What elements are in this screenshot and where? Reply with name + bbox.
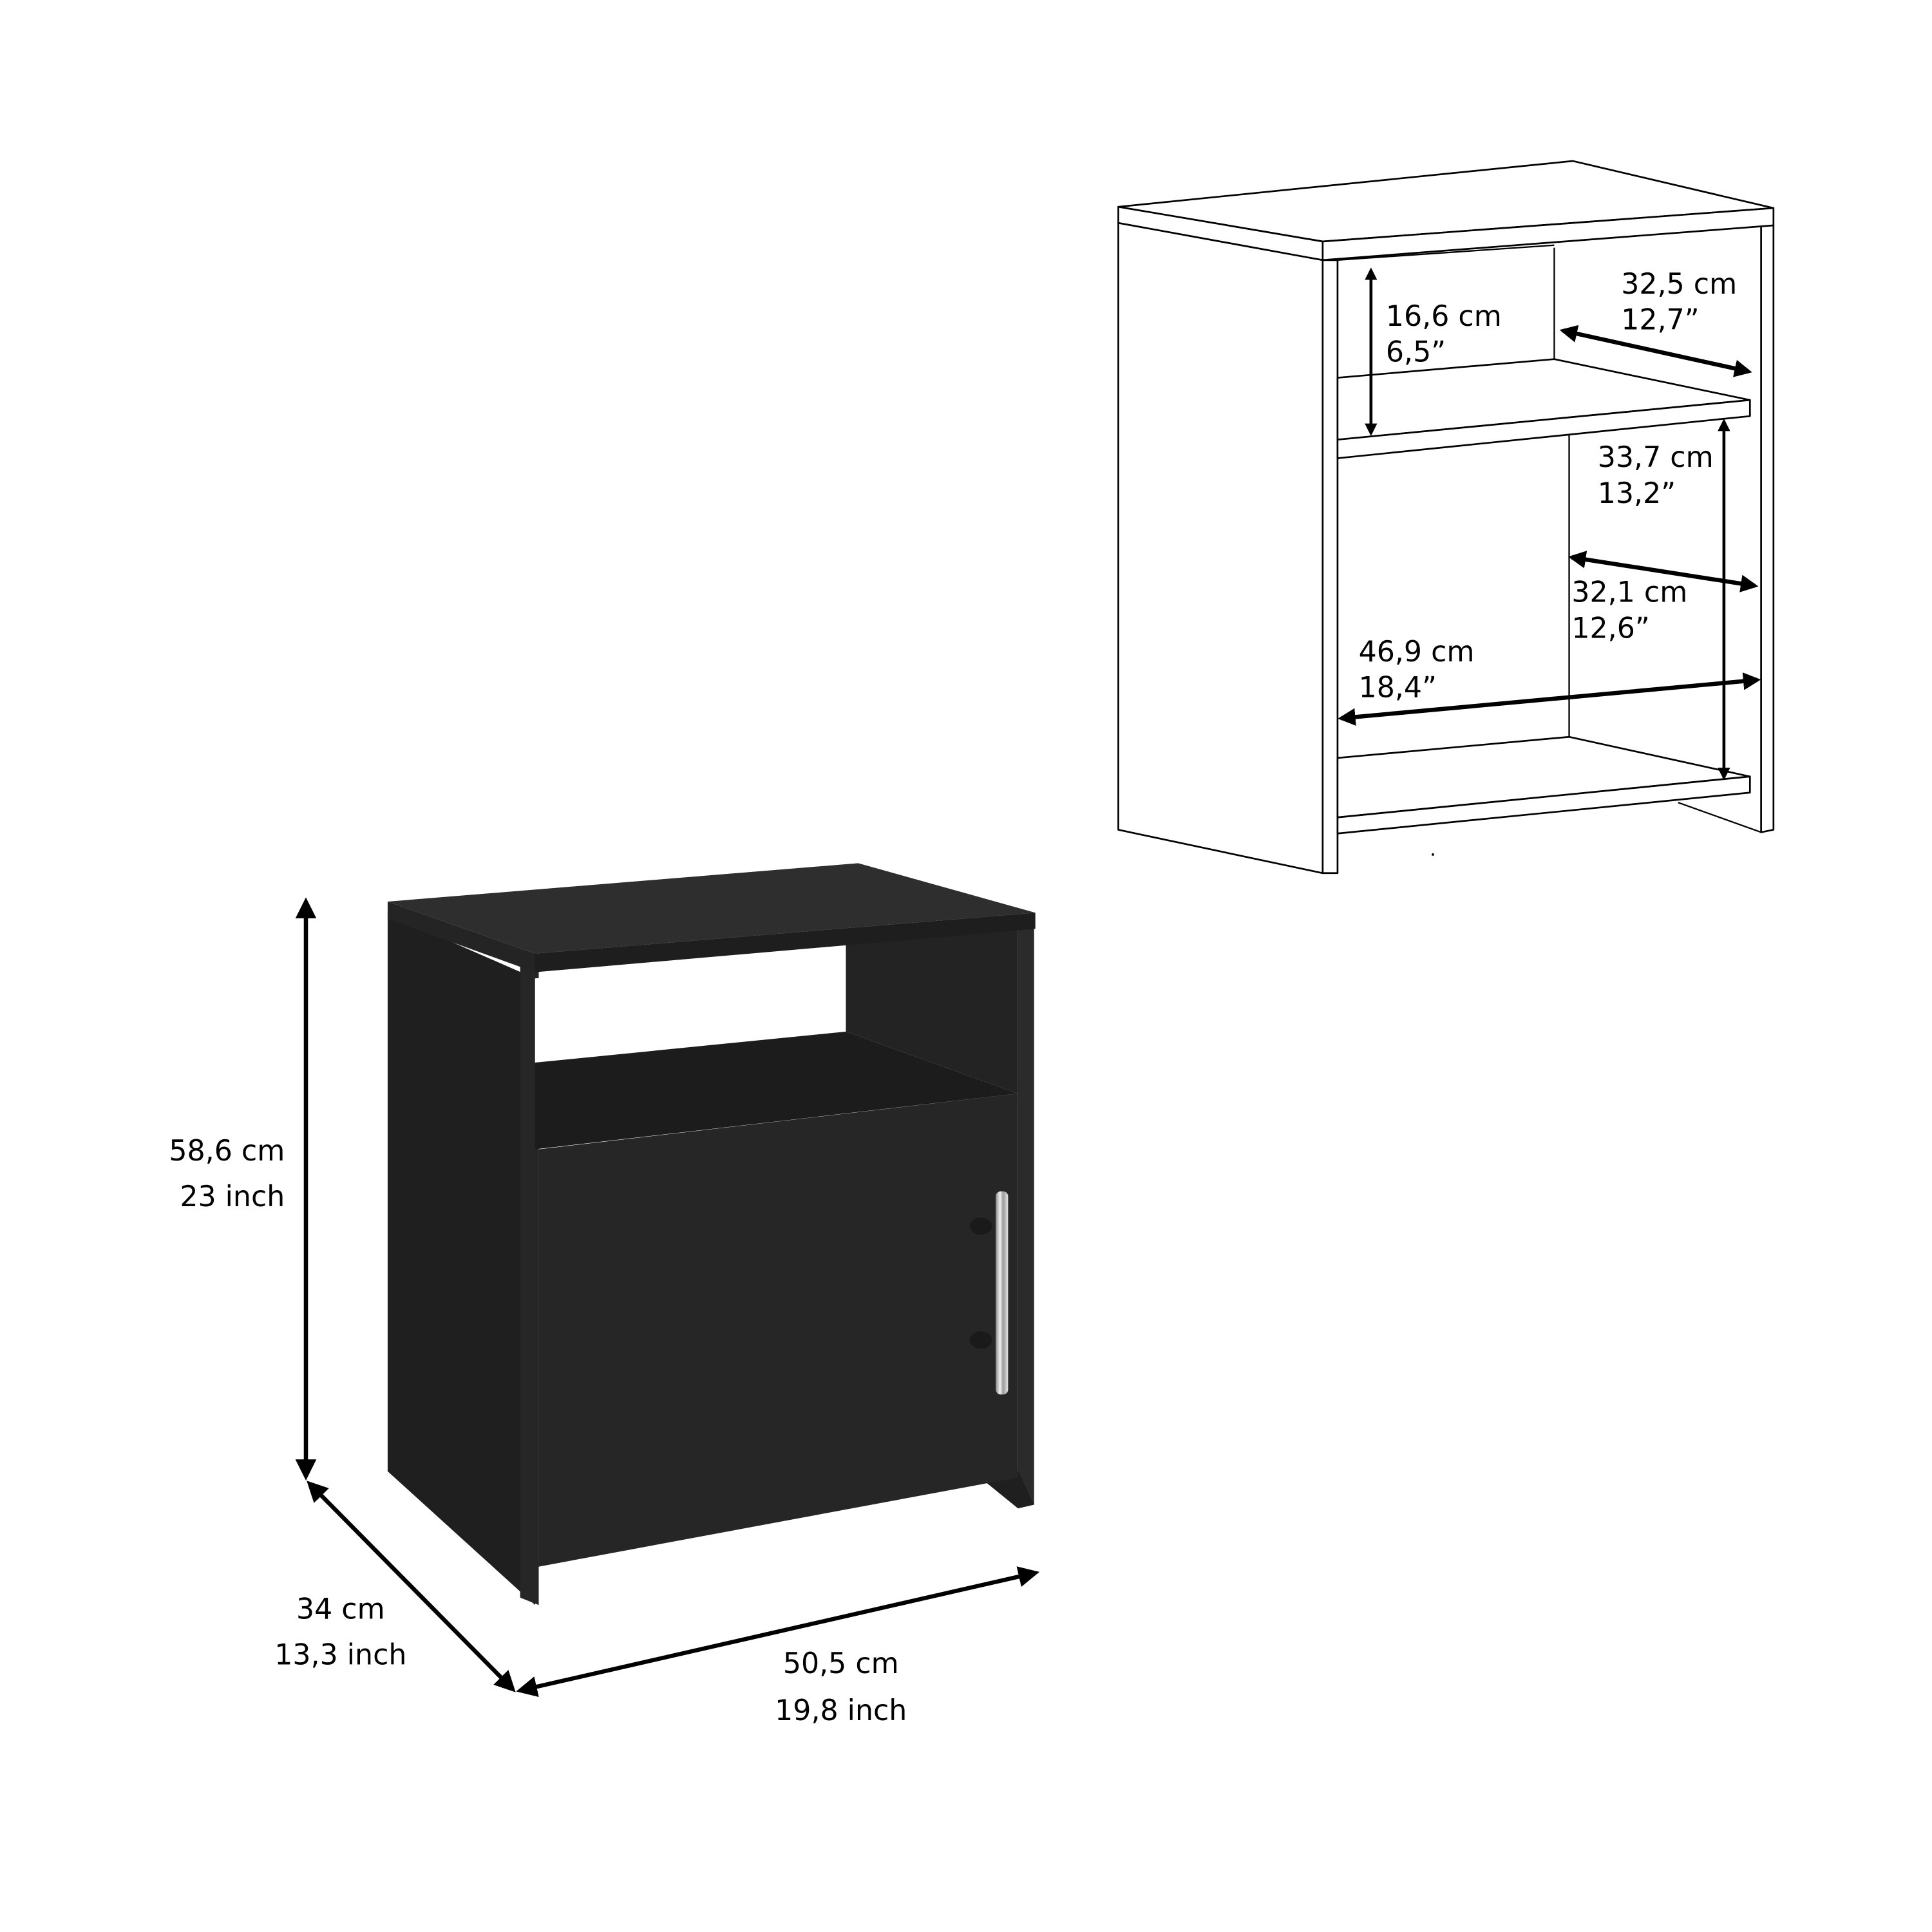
depth-arrow [307,1481,516,1692]
cabinet-width-imperial: 18,4” [1359,672,1437,705]
left-side-panel [1117,222,1324,875]
cabinet-depth-metric: 32,1 cm [1571,576,1687,609]
width-metric: 50,5 cm [783,1647,899,1680]
middle-shelf-front [1336,399,1751,459]
width-imperial: 19,8 inch [775,1694,907,1727]
nightstand-product-view: 58,6 cm 23 inch 34 cm 13,3 inch 50,5 cm … [169,863,1040,1727]
cabinet-height-imperial: 13,2” [1598,477,1676,510]
upper-shelf-depth-arrow [1559,325,1752,377]
height-imperial: 23 inch [180,1180,285,1213]
cabinet-door [538,1094,1018,1567]
upper-shelf-height-metric: 16,6 cm [1386,300,1502,333]
cabinet-top [387,863,1036,954]
cabinet-width-arrow [1338,672,1761,726]
cabinet-depth-imperial: 12,6” [1571,612,1649,645]
right-side-panel [1760,224,1775,833]
cabinet-height-metric: 33,7 cm [1598,441,1714,474]
upper-shelf-height-imperial: 6,5” [1386,336,1446,369]
bottom-shelf-front [1336,775,1751,835]
top-front-edge [1321,207,1775,261]
inner-left-edge [1321,259,1339,875]
cabinet-width-metric: 46,9 cm [1359,636,1475,668]
cabinet-left-side [387,914,535,1605]
cabinet-depth-arrow [1567,551,1759,592]
width-arrow [516,1566,1040,1698]
door-handle [996,1191,1009,1395]
depth-imperial: 13,3 inch [274,1639,406,1672]
depth-metric: 34 cm [296,1593,385,1625]
upper-shelf-depth-imperial: 12,7” [1621,304,1699,337]
height-metric: 58,6 cm [169,1135,285,1168]
upper-shelf-depth-metric: 32,5 cm [1621,268,1737,301]
interior-line-drawing: 16,6 cm 6,5” 32,5 cm 12,7” 33,7 cm 13,2”… [1117,160,1775,875]
